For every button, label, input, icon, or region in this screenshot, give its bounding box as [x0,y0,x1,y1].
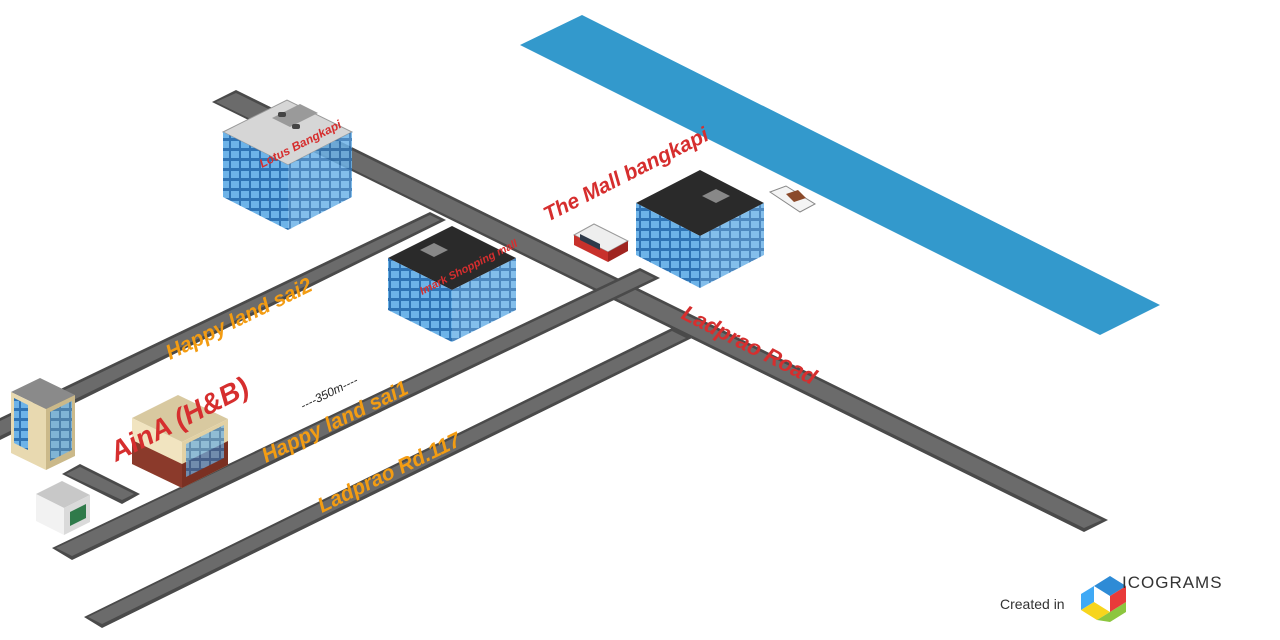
road-ladprao-road [212,90,1108,532]
office-building-left [11,378,75,470]
road-happy-land-sai2 [0,212,446,440]
label-ladprao-rd117: Ladprao Rd.117 [314,428,465,518]
river [520,15,1160,335]
aina-building [132,395,228,488]
tram-icon [572,223,630,262]
brand-text: ICOGRAMS [1122,573,1223,592]
road-happy-land-sai1 [52,268,660,560]
credit-text: Created in [1000,596,1065,612]
road-side-alley [62,464,140,504]
lotus-building [221,99,354,230]
imark-building [388,226,516,342]
label-ladprao-road: Ladprao Road [678,300,822,390]
mall-building [636,170,764,288]
road-ladprao-rd117 [84,328,692,628]
small-building [36,481,90,535]
icograms-logo-icon [1081,576,1126,622]
boat-icon [768,185,817,213]
label-happy-land-sai2: Happy land sai2 [162,274,316,365]
